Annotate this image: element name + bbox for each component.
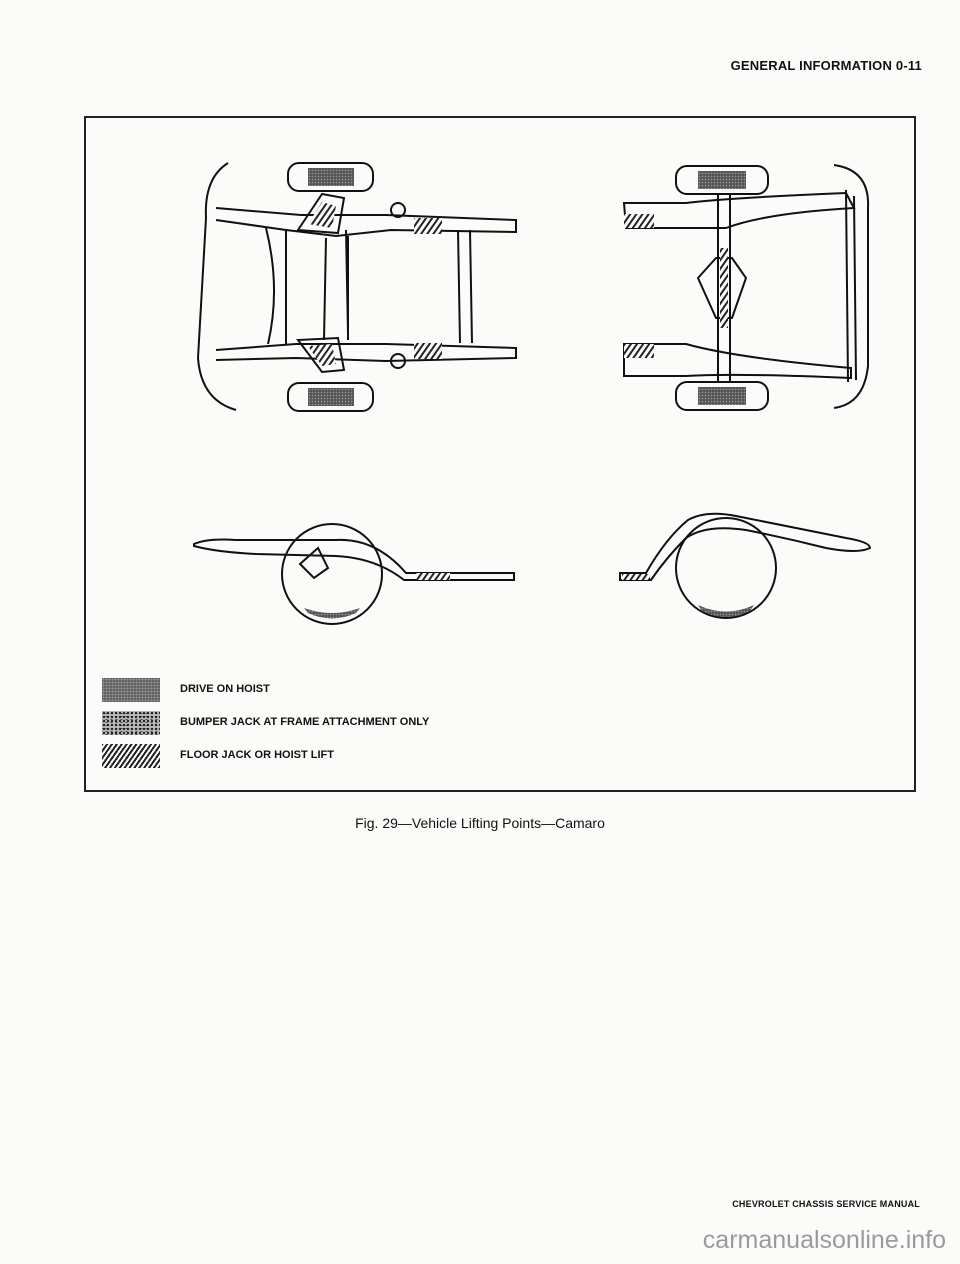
figure-caption: Fig. 29—Vehicle Lifting Points—Camaro — [355, 815, 605, 831]
front-side-tire-pad — [304, 608, 360, 619]
front-lift-pads — [308, 168, 442, 406]
rear-wheel-bottom-pad — [698, 387, 746, 405]
rear-side-tire-pad — [698, 605, 754, 617]
figure-frame: DRIVE ON HOIST BUMPER JACK AT FRAME ATTA… — [84, 116, 916, 792]
rear-frame-hatch-bottom — [624, 344, 654, 358]
bumper-jack-label: BUMPER JACK AT FRAME ATTACHMENT ONLY — [180, 716, 430, 728]
rear-frame-topview — [622, 164, 870, 411]
drive-on-hoist-swatch — [102, 678, 160, 702]
front-wheel-top-pad — [308, 168, 354, 186]
rear-side-wheel — [675, 517, 777, 619]
front-frame-topview — [196, 162, 517, 412]
page-footer: CHEVROLET CHASSIS SERVICE MANUAL — [732, 1199, 920, 1209]
rear-lift-pads — [624, 171, 746, 405]
rear-frame-sideview — [619, 512, 872, 619]
front-side-wheel — [281, 523, 383, 625]
front-wheel-bottom-pad — [308, 388, 354, 406]
floor-jack-swatch — [102, 744, 160, 768]
front-wheel-top — [287, 162, 374, 192]
rear-frame-hatch-top — [624, 214, 654, 228]
floor-jack-label: FLOOR JACK OR HOIST LIFT — [180, 749, 334, 761]
watermark: carmanualsonline.info — [702, 1226, 946, 1254]
rear-bumper — [833, 164, 870, 409]
differential — [696, 257, 748, 319]
front-frame-sideview — [193, 523, 515, 625]
front-frame-hatch-top — [414, 218, 442, 234]
front-control-arm-hatch-bottom — [308, 344, 336, 366]
front-frame-hatch-bottom — [414, 343, 442, 359]
lifting-points-diagram — [193, 162, 872, 625]
drive-on-hoist-label: DRIVE ON HOIST — [180, 683, 270, 695]
rear-wheel-top-pad — [698, 171, 746, 189]
rear-axle — [717, 193, 731, 383]
front-control-arm-hatch-top — [308, 202, 336, 228]
bumper-jack-swatch — [102, 711, 160, 735]
front-bumper — [196, 162, 237, 411]
front-wheel-bottom — [287, 382, 374, 412]
page-header: GENERAL INFORMATION 0-11 — [730, 58, 922, 73]
rear-side-hatch — [622, 574, 650, 580]
front-side-hatch — [416, 573, 450, 580]
rear-axle-hatch — [720, 248, 728, 328]
